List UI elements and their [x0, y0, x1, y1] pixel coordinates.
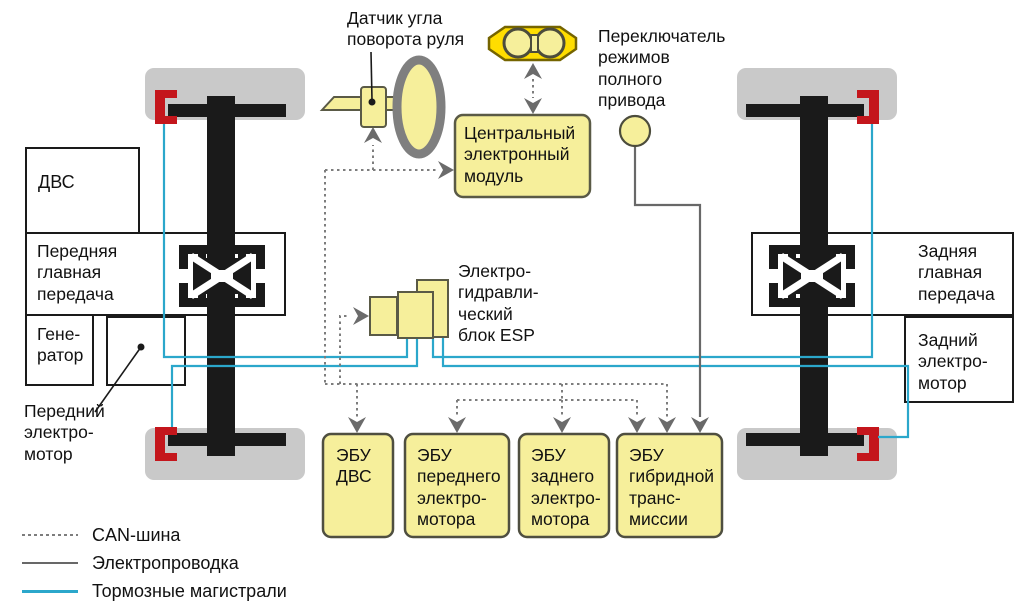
- front-motor-label: Передний электро- мотор: [24, 401, 105, 464]
- brake-line-sample: [22, 589, 78, 593]
- legend-label: Электропроводка: [92, 552, 239, 573]
- engine-label: ДВС: [38, 172, 75, 192]
- ecu-engine-label: ЭБУ ДВС: [336, 445, 372, 487]
- rear-motor-box: [904, 316, 1014, 403]
- can-bus-line-sample: [22, 534, 78, 536]
- central-module-label: Центральный электронный модуль: [464, 123, 576, 186]
- generator-label: Гене- ратор: [37, 324, 84, 366]
- ecu-boxes: [321, 432, 724, 539]
- front-motor-box: [106, 316, 186, 386]
- awd-mode-switch-label: Переключатель режимов полного привода: [598, 26, 726, 111]
- central-module-box: [453, 113, 592, 199]
- ecu-front-motor-box: [403, 432, 511, 539]
- ecu-hybrid-transmission-label: ЭБУ гибридной транс- миссии: [629, 445, 715, 530]
- rear-motor-label: Задний электро- мотор: [918, 330, 988, 393]
- instrument-cluster-icon: [487, 25, 578, 62]
- legend-item-can-bus: CAN-шина: [22, 525, 180, 545]
- wiring-line-sample: [22, 562, 78, 564]
- esp-unit-icon: [369, 279, 449, 339]
- can-bus-lines: [324, 63, 676, 433]
- generator-box: [25, 314, 94, 386]
- steering-angle-sensor-icon: [360, 86, 387, 128]
- legend-label: CAN-шина: [92, 524, 181, 545]
- ecu-rear-motor-box: [517, 432, 611, 539]
- ecu-rear-motor-label: ЭБУ заднего электро- мотора: [531, 445, 601, 530]
- front-final-drive-label: Передняя главная передача: [37, 241, 118, 304]
- switch-knob-icon: [618, 114, 652, 148]
- ecu-hybrid-transmission-box: [615, 432, 724, 539]
- wiring-line: [633, 146, 709, 433]
- ecu-engine-box: [321, 432, 395, 539]
- esp-unit-label: Электро- гидравли- ческий блок ESP: [458, 261, 539, 346]
- brake-lines: [162, 124, 910, 439]
- steering-sensor-label: Датчик угла поворота руля: [347, 8, 465, 50]
- callout-lines: [94, 51, 376, 413]
- steering-wheel-icon: [392, 55, 446, 159]
- legend-item-wiring: Электропроводка: [22, 553, 239, 573]
- legend-label: Тормозные магистрали: [92, 580, 287, 601]
- ecu-front-motor-label: ЭБУ переднего электро- мотора: [417, 445, 501, 530]
- rear-final-drive-label: Задняя главная передача: [918, 241, 995, 304]
- legend-item-brake-lines: Тормозные магистрали: [22, 581, 287, 601]
- steering-assembly: [319, 55, 446, 159]
- engine-box: [25, 147, 140, 234]
